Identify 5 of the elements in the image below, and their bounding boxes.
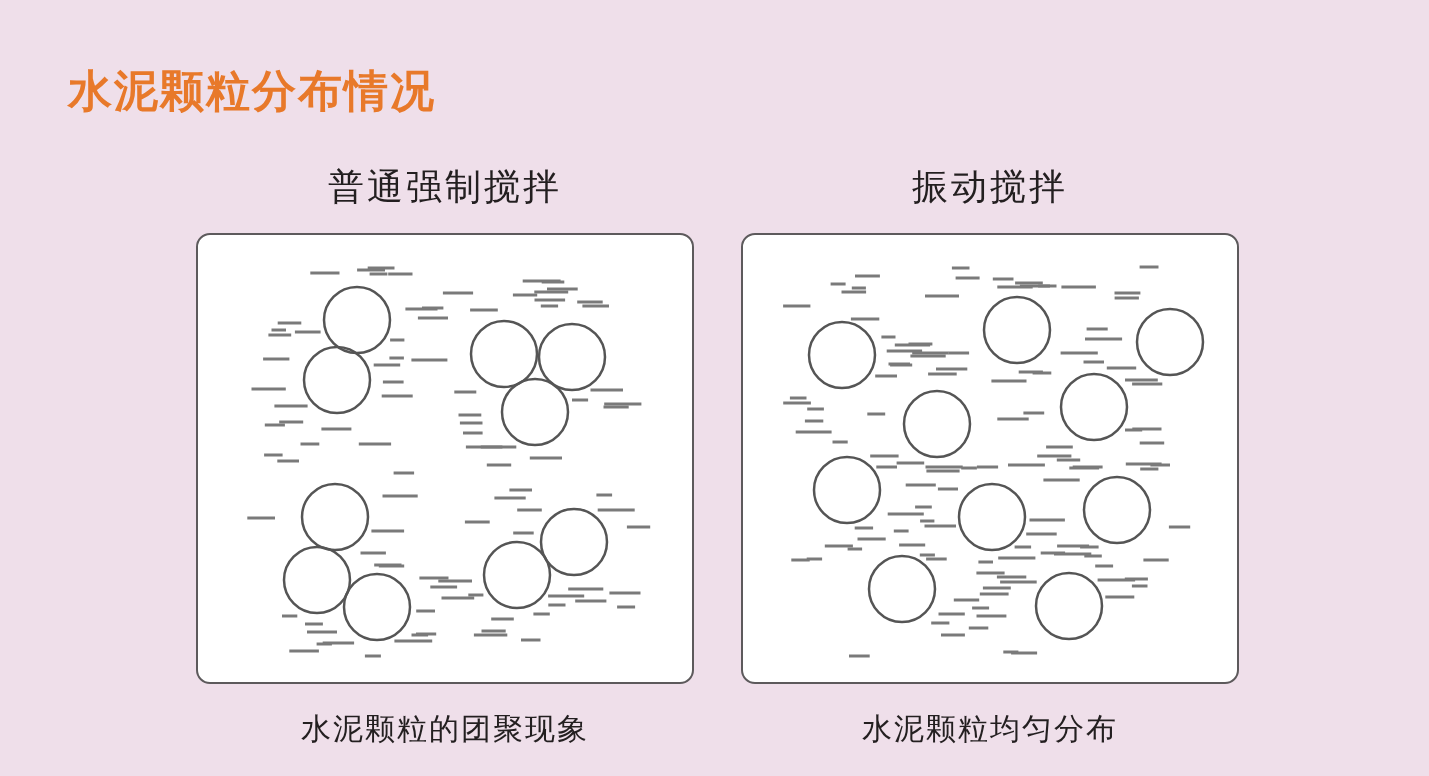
panel-caption: 水泥颗粒均匀分布 — [861, 710, 1119, 748]
panel-caption: 水泥颗粒的团聚现象 — [300, 710, 590, 748]
panel-heading: 普通强制搅拌 — [327, 165, 563, 209]
title: 水泥颗粒分布情况 — [68, 64, 436, 118]
panel-heading: 振动搅拌 — [911, 165, 1069, 209]
